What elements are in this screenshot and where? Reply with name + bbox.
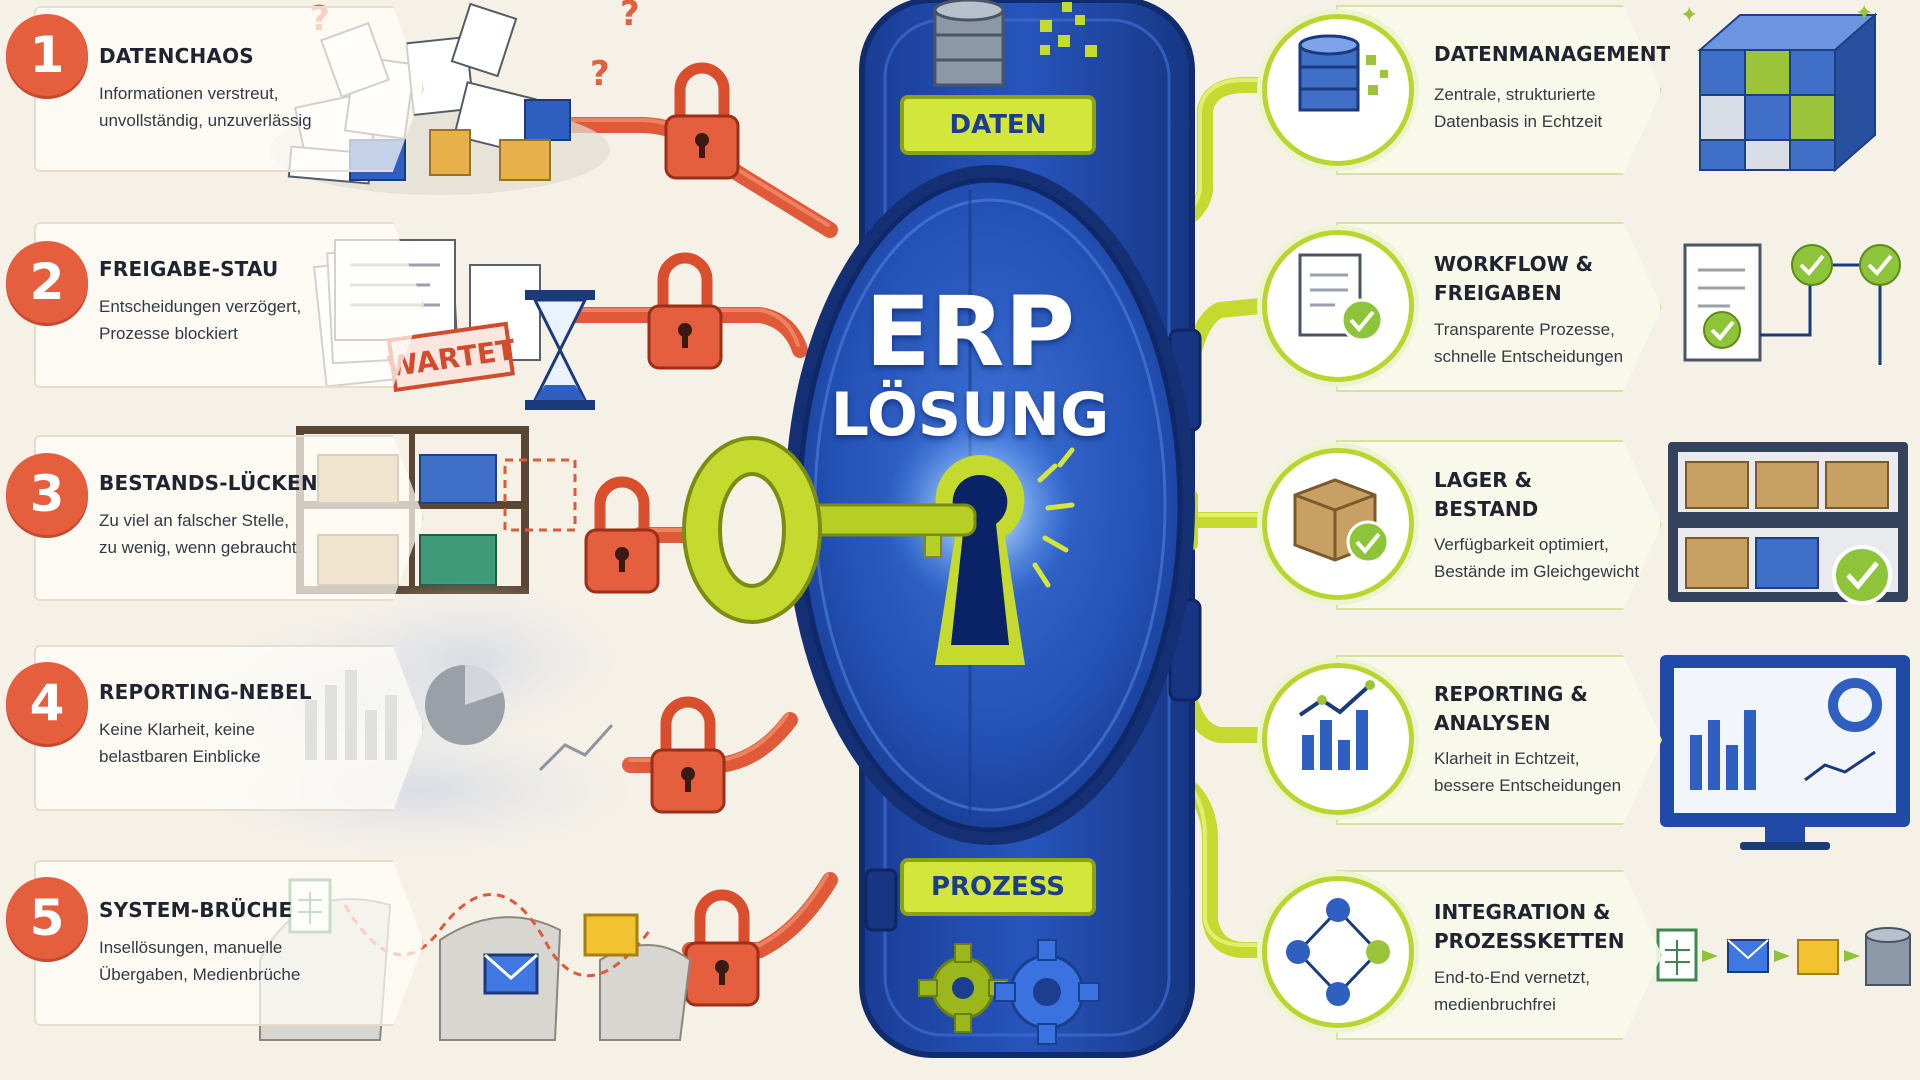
problem-desc-line: Entscheidungen verzögert, xyxy=(99,297,302,316)
problem-desc-line: Informationen verstreut, xyxy=(99,84,279,103)
process-label: PROZESS xyxy=(900,858,1096,916)
problem-number-badge: 1 xyxy=(6,14,88,96)
problem-desc-line: Keine Klarheit, keine xyxy=(99,720,255,739)
problem-number-badge: 4 xyxy=(6,662,88,744)
network-icon xyxy=(1286,898,1390,1006)
solution-title: FREIGABEN xyxy=(1434,281,1562,305)
data-pixels-icon xyxy=(1040,2,1097,57)
problem-number-badge: 2 xyxy=(6,241,88,323)
svg-text:✦: ✦ xyxy=(1680,3,1698,28)
solution-desc-line: bessere Entscheidungen xyxy=(1434,776,1622,795)
warehouse-shelf-icon xyxy=(1668,442,1908,605)
padlock-icon xyxy=(584,476,660,594)
problem-desc-line: unvollständig, unzuverlässig xyxy=(99,111,312,130)
svg-text:?: ? xyxy=(590,54,610,94)
solution-title: ANALYSEN xyxy=(1434,711,1551,735)
padlock-icon xyxy=(684,889,760,1007)
solution-title: REPORTING & xyxy=(1434,682,1588,706)
gear-icon xyxy=(918,943,1008,1033)
problem-desc-line: Insellösungen, manuelle xyxy=(99,938,283,957)
erp-safe xyxy=(682,0,1202,1058)
solution-desc-line: Klarheit in Echtzeit, xyxy=(1434,749,1580,768)
problem-number-badge: 3 xyxy=(6,453,88,535)
solution-ring xyxy=(1262,663,1414,815)
solution-desc-line: medienbruchfrei xyxy=(1434,995,1556,1014)
problem-card-4 xyxy=(34,645,424,811)
problem-card-2 xyxy=(34,222,424,388)
pipe-5 xyxy=(682,872,838,958)
problem-desc-line: Prozesse blockiert xyxy=(99,324,238,343)
problem-card-1 xyxy=(34,6,424,172)
padlock-icon xyxy=(647,252,723,370)
problem-title: BESTANDS-LÜCKEN xyxy=(99,471,318,495)
document-check-icon xyxy=(1298,253,1384,342)
hourglass-icon xyxy=(525,290,595,410)
problem-desc-line: Übergaben, Medienbrüche xyxy=(99,965,301,984)
solution-title: LAGER & xyxy=(1434,468,1533,492)
database-icon xyxy=(1298,34,1388,112)
database-icon xyxy=(933,0,1005,87)
problem-card-3 xyxy=(34,435,424,601)
problem-desc-line: belastbaren Einblicke xyxy=(99,747,261,766)
problem-title: FREIGABE-STAU xyxy=(99,257,279,281)
solution-desc-line: Bestände im Gleichgewicht xyxy=(1434,562,1640,581)
solution-title: INTEGRATION & xyxy=(1434,900,1611,924)
solution-title: BESTAND xyxy=(1434,497,1539,521)
problem-card-5 xyxy=(34,860,424,1026)
problem-title: SYSTEM-BRÜCHE xyxy=(99,898,293,922)
solution-desc-line: Transparente Prozesse, xyxy=(1434,320,1615,339)
workflow-document-icon xyxy=(1683,243,1901,365)
solution-desc-line: Datenbasis in Echtzeit xyxy=(1434,112,1603,131)
key-icon xyxy=(682,436,977,624)
svg-text:?: ? xyxy=(620,0,640,34)
gear-icon xyxy=(994,939,1100,1045)
data-label: DATEN xyxy=(900,95,1096,155)
solution-desc-line: schnelle Entscheidungen xyxy=(1434,347,1624,366)
padlock-icon xyxy=(650,696,726,814)
problem-title: DATENCHAOS xyxy=(99,44,254,68)
bar-chart-icon xyxy=(1298,680,1375,770)
solution-title: PROZESSKETTEN xyxy=(1434,929,1625,953)
padlock-icon xyxy=(664,62,740,180)
padlock-icons xyxy=(584,62,760,1007)
monitor-dashboard-icon xyxy=(1660,655,1910,850)
cube-stack-icon: ✦✦ xyxy=(1680,1,1878,173)
box-check-icon xyxy=(1293,478,1390,564)
integration-chain-icon xyxy=(1656,927,1911,986)
sparkle-lines xyxy=(1032,447,1075,588)
solution-desc-line: Zentrale, strukturierte xyxy=(1434,85,1596,104)
problem-desc-line: zu wenig, wenn gebraucht xyxy=(99,538,297,557)
solution-desc-line: End-to-End vernetzt, xyxy=(1434,968,1590,987)
svg-text:✦: ✦ xyxy=(1855,1,1873,26)
problem-number-badge: 5 xyxy=(6,877,88,959)
solution-title: WORKFLOW & xyxy=(1434,252,1594,276)
problem-desc-line: Zu viel an falscher Stelle, xyxy=(99,511,289,530)
safe-latch xyxy=(864,868,898,932)
problem-title: REPORTING-NEBEL xyxy=(99,680,312,704)
solution-desc-line: Verfügbarkeit optimiert, xyxy=(1434,535,1609,554)
erp-subtitle: LÖSUNG xyxy=(830,380,1110,450)
wartet-stamp: WARTET xyxy=(385,321,517,393)
folder-icon xyxy=(583,913,639,957)
solution-title: DATENMANAGEMENT xyxy=(1434,42,1671,66)
erp-title: ERP xyxy=(865,276,1075,388)
